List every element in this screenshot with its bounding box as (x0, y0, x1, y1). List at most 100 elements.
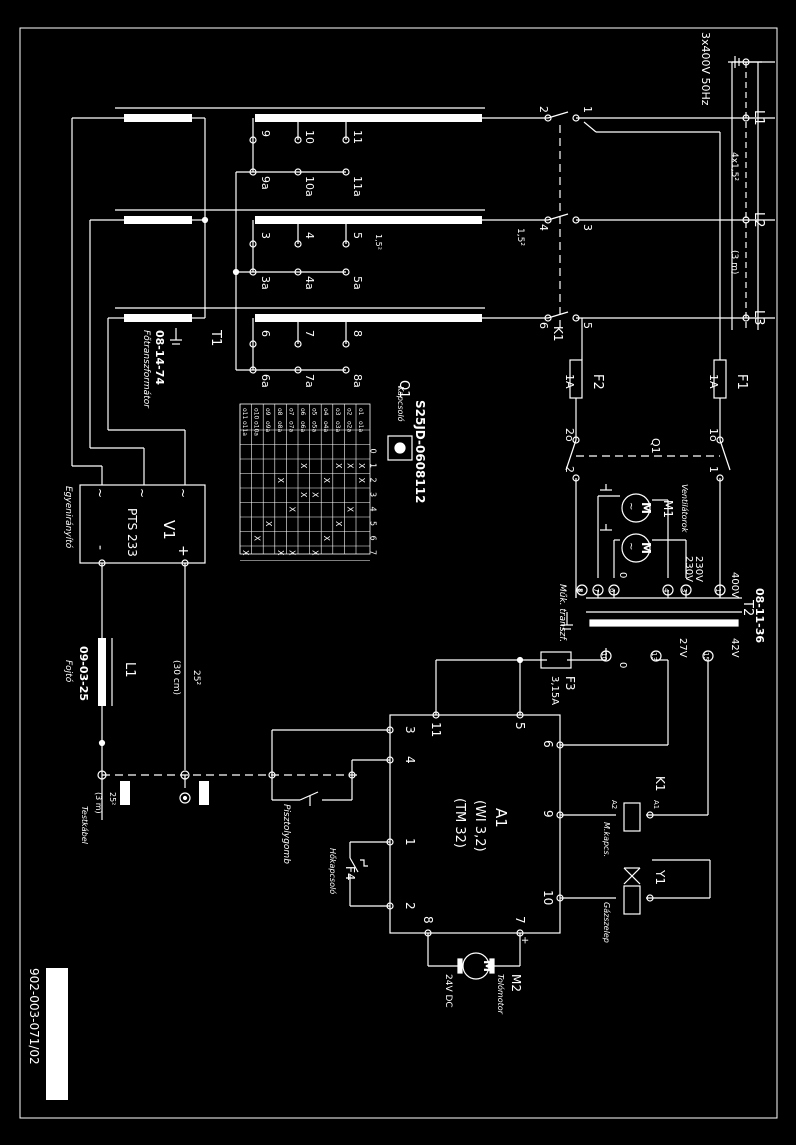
switch-table-contact-label: o3a (334, 421, 341, 432)
switch-table-mark: X (311, 550, 320, 556)
t2-ref: T2 (740, 599, 755, 616)
m1-symbol-1: M (639, 502, 653, 514)
tap-5: 5 (351, 232, 364, 239)
a1-board (389, 714, 561, 934)
v1-ref: V1 (160, 520, 178, 540)
a1-terminal-7: 7 (513, 916, 527, 924)
supply-label: 3x400V 50Hz (699, 32, 712, 106)
k1-coil-name: M.kapcs. (602, 822, 611, 857)
m1-ac-1: ~ (625, 502, 636, 510)
v1-rectifier (79, 484, 206, 564)
y1-name: Gázszelep (602, 902, 611, 943)
tap-10: 10 (303, 130, 316, 144)
q1-ref: Q1 (396, 380, 411, 399)
k1-coil (623, 802, 641, 832)
tap-3a: 3a (259, 276, 272, 290)
sheet-border (19, 27, 778, 1119)
v1-ac-2: ~ (135, 488, 149, 498)
m1-fans (597, 484, 687, 578)
switch-table-contact-label: o1 (357, 408, 364, 416)
a1-ref: A1 (492, 808, 510, 828)
f1-ref: F1 (734, 374, 749, 390)
t2-part: 08-11-36 (753, 588, 766, 643)
a1-terminal-11: 11 (429, 722, 443, 737)
tap-9a: 9a (259, 176, 272, 190)
m2-symbol: M (481, 960, 495, 972)
t2-tap-400v: 400V (729, 572, 740, 598)
a1-model2: (TM 32) (452, 798, 467, 848)
t2-tap-27v: 27V (677, 638, 688, 658)
f4-ref: F4 (343, 866, 357, 881)
switch-table-header: 2 (369, 478, 378, 483)
t2-tap-230v: 230V (693, 556, 704, 582)
supply-cable-length: (3 m) (729, 250, 739, 274)
tap-11: 11 (351, 130, 364, 144)
a1-terminal-5: 5 (513, 722, 527, 730)
title-block: 902-003-071/02 (27, 968, 68, 1100)
tap-6a: 6a (259, 374, 272, 388)
a1-terminal-3: 3 (403, 726, 417, 734)
switch-table-header: 3 (369, 492, 378, 497)
v1-model: PTS 233 (125, 508, 139, 557)
t2-node-4: 4 (662, 588, 670, 593)
tap-9: 9 (259, 130, 272, 137)
dc-cable-size: 25² (191, 670, 201, 685)
switch-table-contact-label: o6a (299, 421, 306, 432)
switch-table-mark: X (334, 521, 343, 527)
tap-6: 6 (259, 330, 272, 337)
t1-primary (115, 107, 548, 319)
switch-table: 01234567o1o1aXXo2o2aXXo3o3aXXo4o4aXXo5o5… (239, 404, 378, 561)
t2-tap-42v: 42V (729, 638, 740, 658)
dc-cable-length: (30 cm) (171, 660, 181, 695)
switch-table-mark: X (276, 478, 285, 484)
switch-table-mark: X (334, 463, 343, 469)
t2-tap-0: 0 (617, 572, 628, 578)
switch-table-contact-label: o4 (322, 408, 329, 416)
phase-l3: L3 (751, 310, 766, 326)
q1-part: S25JD-0608112 (413, 400, 427, 503)
fuse-terminal-1o: 1o (707, 428, 720, 442)
v1-ac-3: ~ (176, 488, 190, 498)
drawing-number: 902-003-071/02 (27, 968, 41, 1065)
q1-terminal-1: 1 (707, 466, 720, 473)
switch-table-contact-label: o7 (287, 408, 294, 416)
tap-3: 3 (259, 232, 272, 239)
v1-plus: + (175, 545, 191, 557)
t2-node-13: 13 (650, 652, 658, 661)
m2-name: Tolómotor (496, 974, 506, 1015)
k1-coil-ref: K1 (653, 776, 667, 792)
fuse-terminal-2o: 2o (563, 428, 576, 442)
tap-8a: 8a (351, 374, 364, 388)
t2-node-7: 7 (592, 588, 600, 592)
m1-voltage: 230V (683, 556, 694, 582)
m1-symbol-2: M (639, 542, 653, 554)
f2-ref: F2 (590, 374, 605, 390)
fuses (565, 359, 731, 598)
t2-transformer (561, 589, 742, 630)
switch-table-contact-label: o1a (357, 421, 364, 432)
switch-table-mark: X (299, 492, 308, 498)
switch-table-mark: X (322, 536, 331, 542)
switch-table-contact-label: o9 (264, 408, 271, 416)
test-cable-length: (3 m) (94, 792, 103, 814)
switch-table-mark: X (345, 463, 354, 469)
switch-table-header: 6 (369, 536, 378, 541)
a1-terminal-8: 8 (421, 916, 435, 924)
v1-minus: - (92, 545, 108, 550)
k1-terminal-4: 4 (537, 224, 550, 231)
k1-coil-a2: A2 (610, 800, 618, 809)
f4-thermoswitch (349, 841, 390, 907)
tap-5a: 5a (351, 276, 364, 290)
switch-table-mark: X (357, 463, 366, 469)
tap-7a: 7a (303, 374, 316, 388)
t2-node-8: 8 (576, 588, 584, 592)
m2-voltage: 24V DC (443, 974, 453, 1008)
supply-cable: 4x1,5² (729, 152, 739, 181)
k1-ref: K1 (551, 326, 565, 342)
switch-table-mark: X (345, 507, 354, 513)
switch-table-mark: X (311, 492, 320, 498)
k1-terminal-6: 6 (537, 322, 550, 329)
tap-4a: 4a (303, 276, 316, 290)
switch-table-contact-label: o4a (322, 421, 329, 432)
